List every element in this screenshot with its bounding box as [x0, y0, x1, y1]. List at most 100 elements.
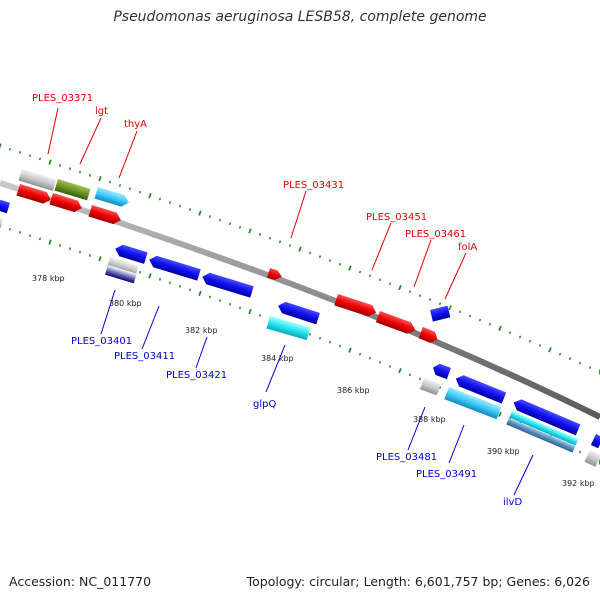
minor-tick — [38, 237, 42, 241]
gene-fola[interactable] — [430, 305, 451, 322]
minor-tick — [328, 340, 332, 344]
major-tick — [198, 290, 202, 297]
gene-ples-03401-blue[interactable] — [113, 243, 148, 264]
gene-ples-03451[interactable] — [334, 294, 378, 318]
major-tick — [48, 239, 52, 245]
label-ples-03431[interactable]: PLES_03431 — [283, 180, 344, 191]
label-ples-03371[interactable]: PLES_03371 — [32, 93, 93, 104]
major-tick — [148, 273, 152, 279]
minor-tick — [78, 170, 82, 174]
gene-ples-03401-gray[interactable] — [107, 257, 139, 276]
gene-ilvd-cyan[interactable] — [509, 411, 579, 446]
gene-glpq-blue[interactable] — [276, 300, 320, 325]
gene-glpq[interactable] — [266, 316, 311, 341]
minor-tick — [418, 377, 422, 381]
gene-ples-03481[interactable] — [419, 378, 441, 396]
major-tick — [248, 228, 252, 234]
minor-tick — [8, 147, 12, 151]
minor-tick — [378, 360, 382, 364]
minor-tick — [18, 231, 22, 234]
label-thya[interactable]: thyA — [124, 119, 147, 130]
gene-ples-03401[interactable] — [105, 265, 137, 284]
minor-tick — [108, 180, 112, 184]
map-title: Pseudomonas aeruginosa LESB58, complete … — [113, 9, 487, 25]
minor-tick — [168, 201, 172, 204]
gene-red-1[interactable] — [16, 184, 52, 205]
minor-tick — [8, 227, 12, 231]
gene-ples-03461[interactable] — [375, 311, 418, 336]
minor-tick — [288, 244, 292, 247]
ruler-label-386: 386 kbp — [337, 386, 370, 395]
minor-tick — [268, 236, 272, 240]
gene-ples-03411[interactable] — [147, 254, 201, 281]
minor-tick — [578, 450, 582, 454]
major-tick — [548, 347, 552, 353]
gene-ples-03421[interactable] — [200, 271, 254, 298]
ruler-label-384: 384 kbp — [261, 354, 294, 363]
label-ples-03401[interactable]: PLES_03401 — [71, 336, 132, 347]
label-fola[interactable]: folA — [458, 242, 477, 253]
minor-tick — [328, 259, 332, 262]
label-glpq[interactable]: glpQ — [253, 399, 276, 410]
minor-tick — [338, 344, 342, 348]
major-tick — [498, 325, 502, 332]
minor-tick — [178, 284, 182, 288]
gene-ples-03431[interactable] — [267, 268, 283, 282]
gene-ples-03491-blue[interactable] — [454, 373, 507, 404]
minor-tick — [568, 357, 572, 361]
minor-tick — [88, 253, 92, 257]
minor-tick — [68, 167, 72, 171]
major-tick — [348, 347, 352, 353]
minor-tick — [468, 314, 472, 318]
gene-feature[interactable] — [0, 218, 3, 231]
gene-feature[interactable] — [584, 450, 600, 467]
gene-feature[interactable] — [0, 199, 10, 214]
minor-tick — [408, 373, 412, 377]
label-lgt[interactable]: lgt — [95, 106, 108, 117]
label-ples-03451[interactable]: PLES_03451 — [366, 212, 427, 223]
gene-ples-03491[interactable] — [444, 387, 502, 420]
minor-tick — [338, 262, 342, 266]
gene-lgt[interactable] — [54, 179, 91, 201]
major-tick — [48, 159, 52, 165]
minor-tick — [518, 335, 522, 339]
gene-feature[interactable] — [590, 434, 600, 449]
label-ilvd[interactable]: ilvD — [503, 497, 522, 508]
minor-tick — [158, 277, 162, 281]
label-ples-03491[interactable]: PLES_03491 — [416, 469, 477, 480]
minor-tick — [28, 154, 32, 158]
minor-tick — [408, 290, 412, 294]
label-ples-03481[interactable]: PLES_03481 — [376, 452, 437, 463]
major-tick — [148, 192, 152, 199]
minor-tick — [188, 208, 192, 211]
gene-thya-upper[interactable] — [94, 187, 130, 208]
minor-tick — [78, 250, 82, 254]
minor-tick — [388, 364, 392, 368]
minor-tick — [278, 240, 282, 244]
gene-ples-03371[interactable] — [18, 169, 57, 192]
minor-tick — [458, 310, 462, 314]
gene-ples-03481-blue[interactable] — [431, 362, 451, 380]
ruler-labels: 378 kbp 380 kbp 382 kbp 384 kbp 386 kbp … — [32, 274, 595, 488]
minor-tick — [438, 302, 442, 306]
label-ples-03421[interactable]: PLES_03421 — [166, 370, 227, 381]
gene-ilvd-blue[interactable] — [511, 397, 581, 436]
gene-red-2[interactable] — [49, 193, 83, 214]
gene-thya[interactable] — [88, 205, 122, 226]
minor-tick — [218, 218, 222, 222]
minor-tick — [428, 298, 432, 302]
ruler-label-378: 378 kbp — [32, 274, 65, 283]
minor-tick — [238, 225, 242, 229]
label-ples-03461[interactable]: PLES_03461 — [405, 229, 466, 240]
gene-ilvd[interactable] — [506, 418, 576, 453]
ruler-label-382: 382 kbp — [185, 326, 218, 335]
minor-tick — [178, 204, 182, 208]
major-tick — [0, 143, 2, 149]
minor-tick — [418, 294, 422, 298]
minor-tick — [358, 352, 362, 356]
reverse-gene-labels: PLES_03401 PLES_03411 PLES_03421 glpQ PL… — [71, 289, 534, 508]
gene-fola-red[interactable] — [418, 327, 440, 345]
label-ples-03411[interactable]: PLES_03411 — [114, 351, 175, 362]
minor-tick — [208, 295, 212, 299]
